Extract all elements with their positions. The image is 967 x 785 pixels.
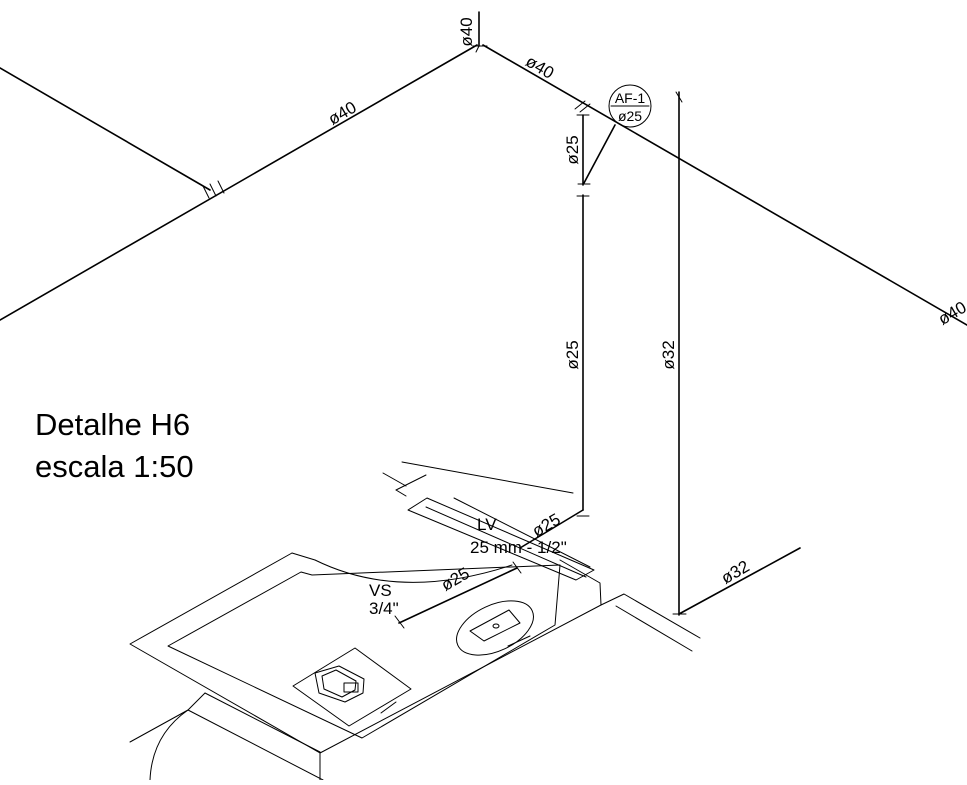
pipe-d40-right bbox=[482, 44, 967, 326]
column-tag-circle bbox=[608, 84, 652, 128]
counter-strip bbox=[407, 497, 595, 581]
door-arc bbox=[149, 709, 189, 781]
label-vs-spec: 3/4" bbox=[369, 599, 399, 618]
basin-ellipse bbox=[456, 600, 534, 656]
feed-curve bbox=[314, 559, 513, 583]
column-tag-id: AF-1 bbox=[615, 90, 646, 106]
label-lv: LV bbox=[477, 515, 497, 534]
pipe-d25-branch bbox=[583, 124, 616, 184]
lavatory-basin bbox=[456, 600, 534, 656]
label-d25-mid: ø25 bbox=[563, 340, 582, 369]
label-lv-spec: 25 mm - 1/2" bbox=[470, 538, 567, 557]
label-d40-left: ø40 bbox=[325, 98, 360, 129]
label-d40-far-right: ø40 bbox=[935, 298, 967, 329]
label-d25-upper: ø25 bbox=[563, 135, 582, 164]
shower-drain bbox=[292, 647, 412, 727]
pipe-d25-lv bbox=[519, 509, 584, 549]
title-line1: Detalhe H6 bbox=[35, 407, 190, 442]
column-tag-diameter: ø25 bbox=[618, 108, 642, 124]
drawing-title: Detalhe H6 escala 1:50 bbox=[35, 407, 194, 484]
column-tag: AF-1 ø25 bbox=[608, 84, 652, 128]
label-d32-low: ø32 bbox=[718, 557, 753, 588]
label-d32-riser: ø32 bbox=[659, 340, 678, 369]
pipe-d25-vs bbox=[398, 567, 518, 624]
label-d40-right-top: ø40 bbox=[522, 52, 557, 83]
floor-inner bbox=[167, 564, 561, 739]
title-line2: escala 1:50 bbox=[35, 449, 194, 484]
label-d40-top: ø40 bbox=[457, 17, 476, 46]
pipe-d40-upper-left bbox=[0, 67, 211, 191]
label-vs: VS bbox=[369, 581, 392, 600]
labels: ø40 ø40 ø40 ø40 ø25 ø25 ø32 ø32 ø25 ø25 … bbox=[325, 17, 967, 618]
bathroom-outline bbox=[129, 461, 701, 781]
pipe-network bbox=[0, 11, 967, 629]
label-d25-lv: ø25 bbox=[529, 510, 564, 541]
pipe-d32-low bbox=[678, 547, 801, 615]
pipe-d40-lower-left bbox=[0, 44, 478, 321]
floor-outer bbox=[129, 552, 602, 754]
